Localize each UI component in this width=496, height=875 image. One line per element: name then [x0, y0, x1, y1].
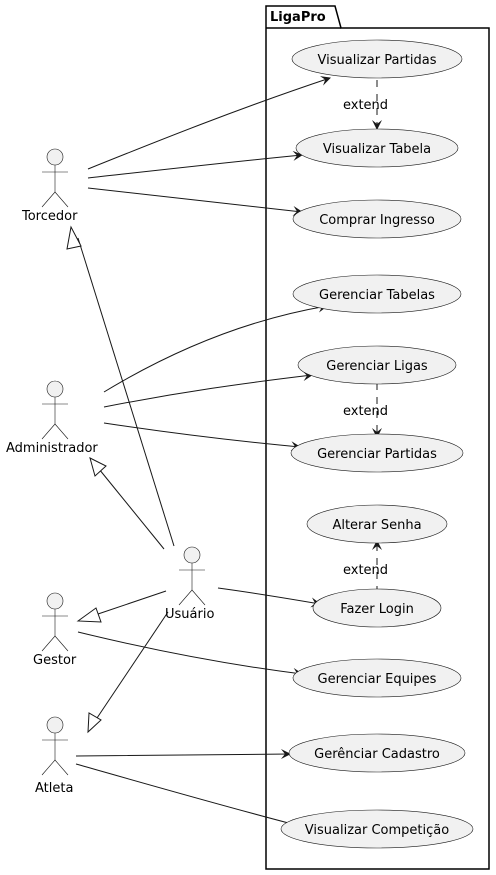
generalizations [66, 225, 175, 734]
actor-administrador[interactable]: Administrador [6, 380, 98, 456]
use-case-label: Alterar Senha [332, 518, 421, 533]
use-case-visualizar-tabela[interactable]: Visualizar Tabela [295, 128, 459, 168]
use-case-gerenciar-cadastro[interactable]: Gerênciar Cadastro [288, 733, 466, 773]
generalization-gestor-usuario [97, 590, 167, 615]
actor-label: Gestor [33, 653, 77, 668]
use-case-label: Fazer Login [340, 602, 414, 617]
actor-gestor[interactable]: Gestor [33, 592, 77, 668]
association-usuario-fazer-login [217, 587, 321, 608]
association-atleta-gerenciar-cadastro [75, 749, 291, 760]
use-case-alterar-senha[interactable]: Alterar Senha [306, 504, 448, 544]
use-case-comprar-ingresso[interactable]: Comprar Ingresso [292, 199, 462, 239]
use-case-gerenciar-ligas[interactable]: Gerenciar Ligas [297, 345, 457, 385]
use-case-gerenciar-tabelas[interactable]: Gerenciar Tabelas [292, 274, 462, 314]
generalization-head-atleta-usuario [87, 712, 102, 734]
actor-label: Administrador [6, 441, 98, 456]
use-case-label: Visualizar Partidas [318, 53, 437, 68]
association-torcedor-comprar-ingresso [87, 187, 303, 216]
associations [75, 76, 331, 829]
generalization-atleta-usuario [94, 611, 169, 722]
use-case-visualizar-competicao[interactable]: Visualizar Competição [280, 809, 474, 849]
association-torcedor-visualizar-partidas [87, 76, 331, 170]
use-case-label: Gerenciar Partidas [317, 447, 437, 462]
extend-label: extend [343, 98, 388, 113]
use-case-visualizar-partidas[interactable]: Visualizar Partidas [291, 39, 463, 79]
extend-label: extend [343, 404, 388, 419]
use-case-label: Gerênciar Cadastro [314, 747, 440, 762]
actor-atleta[interactable]: Atleta [35, 716, 73, 796]
actor-label: Torcedor [21, 209, 78, 224]
use-case-gerenciar-equipes[interactable]: Gerenciar Equipes [292, 658, 462, 698]
association-administrador-gerenciar-partidas [103, 422, 301, 452]
use-case-fazer-login[interactable]: Fazer Login [312, 588, 442, 628]
association-administrador-gerenciar-ligas [103, 371, 313, 408]
actor-label: Atleta [35, 781, 73, 796]
package-ligapro: LigaPro [265, 5, 490, 870]
actor-torcedor[interactable]: Torcedor [21, 148, 78, 224]
association-atleta-visualizar-competicao [75, 763, 301, 829]
actor-label: Usuário [165, 607, 214, 622]
association-torcedor-visualizar-tabela [87, 150, 303, 179]
association-administrador-gerenciar-tabelas [103, 302, 328, 393]
extend-relations: extend extend extend [343, 80, 388, 593]
use-case-label: Visualizar Tabela [323, 142, 431, 157]
use-case-gerenciar-partidas[interactable]: Gerenciar Partidas [290, 433, 464, 473]
generalization-head-administrador [89, 457, 107, 477]
generalization-usuario-administrador [98, 468, 165, 550]
use-case-label: Gerenciar Equipes [318, 672, 437, 687]
package-title: LigaPro [270, 10, 326, 25]
actor-usuario[interactable]: Usuário [165, 546, 214, 622]
use-case-label: Gerenciar Ligas [326, 359, 428, 374]
extend-label: extend [343, 563, 388, 578]
generalization-head-gestor-usuario [76, 607, 102, 623]
use-case-label: Gerenciar Tabelas [319, 288, 435, 303]
generalization-usuario-torcedor [77, 237, 175, 547]
association-gestor-gerenciar-equipes [77, 631, 303, 678]
use-case-label: Visualizar Competição [305, 823, 449, 838]
generalization-head-torcedor [66, 225, 82, 250]
use-case-label: Comprar Ingresso [319, 213, 435, 228]
